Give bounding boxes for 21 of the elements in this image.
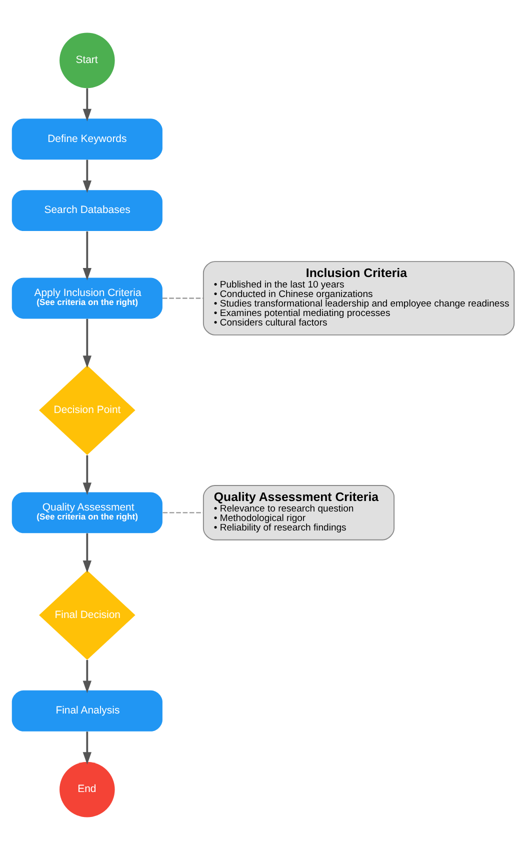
node-box: Inclusion Criteria • Published in the last 10 years • Conducted in Chinese organizations • Studies transformational leadership and employee change readiness • Examines potential mediating processes • Considers cultural factors	[202, 261, 515, 336]
arrow	[82, 88, 92, 122]
connector	[162, 512, 204, 514]
arrow	[82, 160, 92, 193]
node-circle: Start	[60, 32, 115, 88]
node-box: Apply Inclusion Criteria (See criteria on the right)	[12, 278, 162, 319]
arrow	[82, 732, 92, 765]
node-box: Quality Assessment Criteria • Relevance to research question • Methodological rigor • Reliability of research findings	[202, 485, 395, 540]
connector	[162, 298, 204, 299]
arrow	[82, 455, 92, 495]
node-diamond: Final Decision	[39, 570, 136, 660]
arrow	[82, 660, 92, 694]
arrow	[82, 533, 92, 573]
node-box: Define Keywords	[12, 118, 162, 160]
arrow	[82, 318, 92, 368]
node-diamond: Decision Point	[39, 365, 136, 456]
arrow	[82, 231, 92, 280]
node-circle: End	[60, 762, 115, 818]
node-box: Quality Assessment (See criteria on the right)	[12, 492, 162, 534]
node-box: Final Analysis	[12, 690, 162, 732]
node-box: Search Databases	[12, 190, 162, 232]
